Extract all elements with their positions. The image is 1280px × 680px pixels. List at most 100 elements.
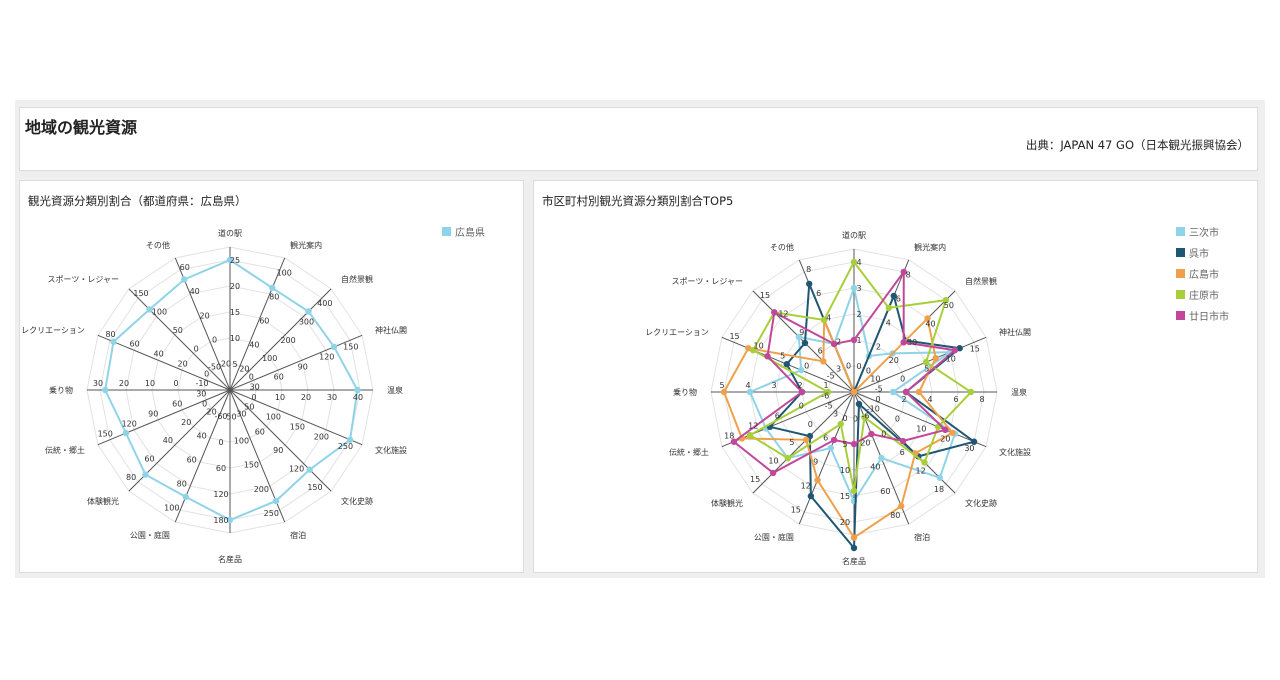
data-point bbox=[868, 430, 875, 438]
legend-item[interactable]: 呉市 bbox=[1176, 242, 1229, 263]
axis-label: 観光案内 bbox=[290, 240, 322, 250]
tick-label: 0 bbox=[173, 379, 178, 388]
axis-label: 神社仏閣 bbox=[375, 325, 407, 335]
data-point bbox=[807, 492, 815, 500]
data-point bbox=[226, 256, 234, 264]
data-point bbox=[850, 258, 858, 266]
tick-label: 30 bbox=[93, 379, 103, 388]
tick-label: 20 bbox=[301, 393, 311, 402]
tick-label: 10 bbox=[840, 466, 850, 475]
data-point bbox=[850, 284, 858, 292]
tick-label: 10 bbox=[230, 334, 240, 343]
legend-item[interactable]: 広島県 bbox=[442, 221, 485, 242]
tick-label: 0 bbox=[804, 362, 809, 371]
data-point bbox=[346, 436, 354, 443]
legend-item[interactable]: 三次市 bbox=[1176, 221, 1229, 242]
legend-item[interactable]: 庄原市 bbox=[1176, 284, 1229, 305]
tick-label: 0 bbox=[799, 401, 804, 410]
data-point bbox=[885, 304, 893, 312]
tick-label: 40 bbox=[870, 463, 880, 472]
axis-line bbox=[128, 288, 231, 391]
data-point bbox=[830, 436, 838, 444]
axis-line bbox=[229, 389, 332, 492]
series-line bbox=[722, 316, 955, 539]
tick-label: 150 bbox=[290, 422, 305, 431]
axis-line bbox=[752, 391, 855, 494]
tick-label: 250 bbox=[264, 509, 279, 518]
data-point bbox=[746, 388, 754, 396]
chart-title: 観光資源分類別割合（都道府県：広島県） bbox=[28, 194, 247, 208]
tick-label: 80 bbox=[177, 479, 187, 488]
tick-label: 4 bbox=[826, 313, 831, 322]
tick-label: 150 bbox=[307, 483, 322, 492]
tick-label: 150 bbox=[244, 461, 259, 470]
axis-label: 神社仏閣 bbox=[999, 327, 1031, 337]
tick-label: 15 bbox=[750, 475, 760, 484]
tick-label: 80 bbox=[269, 293, 279, 302]
data-point bbox=[226, 516, 234, 524]
axis-line bbox=[853, 336, 987, 393]
data-point bbox=[146, 306, 153, 313]
data-point bbox=[889, 388, 897, 396]
tick-label: 2 bbox=[836, 337, 841, 346]
data-point bbox=[354, 386, 361, 394]
axis-label: 宿泊 bbox=[914, 532, 930, 542]
tick-label: 12 bbox=[778, 310, 788, 319]
axis-label: 体験観光 bbox=[711, 498, 743, 508]
axis-label: 公園・庭園 bbox=[130, 530, 170, 540]
data-point bbox=[797, 366, 805, 374]
data-point bbox=[814, 476, 821, 484]
legend-item[interactable]: 広島市 bbox=[1176, 263, 1229, 284]
data-point bbox=[878, 454, 885, 462]
axis-label: 文化史跡 bbox=[965, 498, 997, 508]
axis-label: 乗り物 bbox=[49, 385, 73, 395]
tick-label: -50 bbox=[208, 363, 221, 372]
tick-label: 60 bbox=[255, 428, 265, 437]
axis-label: 温泉 bbox=[387, 385, 403, 395]
data-point bbox=[924, 315, 931, 322]
legend-swatch bbox=[1176, 248, 1185, 257]
data-point bbox=[802, 436, 810, 444]
tick-label: 20 bbox=[119, 379, 129, 388]
tick-label: 0 bbox=[842, 414, 847, 423]
tick-label: 1 bbox=[823, 381, 828, 390]
data-point bbox=[915, 388, 923, 396]
data-point bbox=[902, 388, 910, 396]
tick-label: 120 bbox=[122, 419, 137, 428]
tick-label: 60 bbox=[274, 373, 284, 382]
tick-label: 4 bbox=[745, 381, 750, 390]
tick-label: 150 bbox=[98, 429, 113, 438]
data-point bbox=[110, 338, 117, 345]
legend-item[interactable]: 廿日市市 bbox=[1176, 305, 1229, 326]
legend-swatch bbox=[1176, 227, 1185, 236]
legend-swatch bbox=[1176, 311, 1185, 320]
legend-label: 呉市 bbox=[1189, 249, 1209, 260]
tick-label: 50 bbox=[226, 413, 236, 422]
axis-line bbox=[97, 389, 231, 446]
tick-label: 3 bbox=[833, 409, 838, 418]
data-point bbox=[890, 292, 897, 300]
tick-label: 20 bbox=[178, 360, 188, 369]
data-point bbox=[769, 469, 777, 477]
data-point bbox=[798, 388, 806, 396]
tick-label: 60 bbox=[880, 487, 890, 496]
data-point bbox=[932, 354, 939, 362]
data-point bbox=[102, 386, 109, 394]
tick-label: 0 bbox=[900, 375, 905, 384]
data-point bbox=[850, 440, 858, 448]
legend-label: 広島市 bbox=[1189, 270, 1219, 281]
tick-label: 3 bbox=[856, 284, 861, 293]
tick-label: 120 bbox=[213, 490, 228, 499]
tick-label: 6 bbox=[823, 433, 828, 442]
tick-label: 20 bbox=[200, 311, 210, 320]
data-point bbox=[942, 426, 949, 434]
dashboard-sheet: 地域の観光資源 出典：JAPAN 47 GO（日本観光振興協会） 観光資源分類別… bbox=[15, 100, 1265, 578]
legend-swatch bbox=[1176, 290, 1185, 299]
tick-label: 50 bbox=[944, 301, 954, 310]
tick-label: 0 bbox=[218, 438, 223, 447]
axis-line bbox=[798, 391, 855, 525]
tick-label: 0 bbox=[866, 367, 871, 376]
tick-label: 20 bbox=[840, 518, 850, 527]
